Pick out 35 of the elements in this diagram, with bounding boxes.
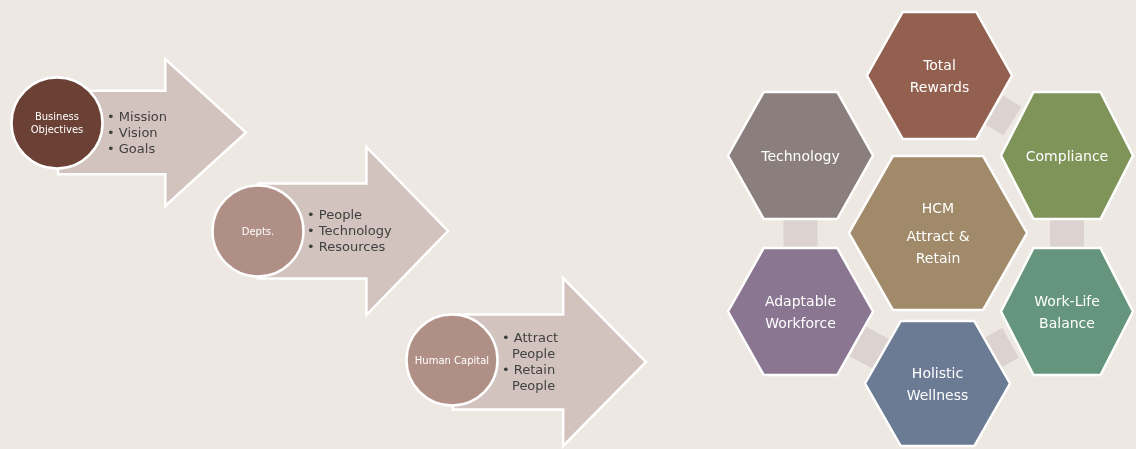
node-label: Attract & Retain (905, 227, 971, 268)
circle-node (405, 313, 499, 407)
bullet-item: • Retain People (502, 362, 557, 394)
node-label: Work-Life Balance (1033, 291, 1101, 333)
arrow-shape (452, 277, 647, 447)
node-label: Depts. (241, 224, 275, 238)
connector-band (783, 220, 818, 247)
hexagon-node (727, 247, 874, 376)
hexagon-node (848, 155, 1028, 311)
hexagon-node (727, 91, 874, 220)
node-label: Business Objectives (29, 110, 85, 136)
hexagon-node (1000, 91, 1134, 220)
circle-node (211, 184, 305, 278)
bullet-item: • Goals (107, 140, 157, 157)
connector-band (1050, 220, 1084, 247)
node-label: Holistic Wellness (905, 363, 970, 405)
hexagon-node (864, 320, 1011, 447)
connector-band (985, 95, 1022, 136)
connector-band (849, 326, 890, 369)
bullet-item: • Technology (307, 223, 392, 239)
hexagon-node (1000, 247, 1134, 376)
node-label: Compliance (1025, 146, 1109, 166)
bullet-item: • People (307, 207, 363, 223)
node-label: Technology (761, 146, 840, 166)
bullet-item: • Attract People (502, 330, 560, 362)
bullet-item: • Mission (107, 108, 167, 125)
connector-band (984, 327, 1019, 368)
node-label: Human Capital (414, 353, 490, 367)
circle-node (10, 76, 104, 170)
node-label: Adaptable Workforce (763, 291, 838, 333)
heading-text: HCM (921, 199, 955, 218)
node-label: Total Rewards (908, 55, 971, 97)
bullet-item: • Resources (307, 239, 387, 255)
bullet-item: • Vision (107, 124, 159, 141)
hexagon-node (866, 11, 1013, 140)
